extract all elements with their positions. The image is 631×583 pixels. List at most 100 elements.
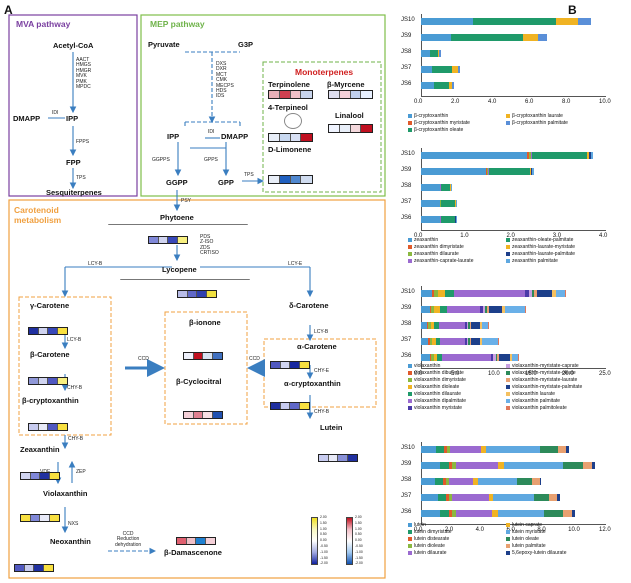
legend-entry: lutein dioleate xyxy=(408,543,445,549)
heat-phytoene xyxy=(148,236,188,244)
heat-lycopene xyxy=(177,290,217,298)
category-label: JS8 xyxy=(401,321,412,327)
bar-segment xyxy=(531,168,533,175)
carotenoid-title-2: metabolism xyxy=(14,215,62,225)
bar-segment xyxy=(524,290,529,297)
x-axis-line xyxy=(421,524,606,525)
carotenoid-title-1: Carotenoid xyxy=(14,205,59,215)
bar-segment xyxy=(430,322,435,329)
legend-swatch xyxy=(506,371,510,375)
stacked-bar xyxy=(421,152,593,159)
bar-segment xyxy=(482,322,488,329)
bar-segment xyxy=(555,290,566,297)
heat-gamma-carotene xyxy=(28,327,68,335)
bar-segment xyxy=(432,66,453,73)
scale-tick-label: 0.00 xyxy=(355,538,362,543)
legend-label: violaxanthin-myristate-palmitate xyxy=(512,384,583,390)
chy-e-label: CHY-E xyxy=(314,368,330,374)
bar-segment xyxy=(431,354,434,361)
legend-label: lutein dioleate xyxy=(414,543,445,549)
category-label: JS6 xyxy=(401,215,412,221)
bar-segment xyxy=(468,322,470,329)
legend-swatch xyxy=(506,530,510,534)
legend-label: β-cryptoxanthin myristate xyxy=(414,120,470,126)
legend-swatch xyxy=(506,523,510,527)
legend-swatch xyxy=(506,392,510,396)
stacked-bar xyxy=(421,338,499,345)
x-tick-label: 10.0 xyxy=(599,99,611,105)
scale-tick-label: 0.50 xyxy=(320,532,327,537)
bar-segment xyxy=(485,168,487,175)
bar-segment xyxy=(472,18,557,25)
category-label: JS6 xyxy=(401,353,412,359)
bar-segment xyxy=(473,478,479,485)
legend-swatch xyxy=(408,385,412,389)
mep-ipp: IPP xyxy=(167,132,180,141)
bar-segment xyxy=(558,446,566,453)
legend-entry: zeaxanthin-oleate-palmitate xyxy=(506,237,573,243)
bar-segment xyxy=(421,200,440,207)
bar-segment xyxy=(531,152,588,159)
bar-segment xyxy=(489,306,503,313)
bar-segment xyxy=(421,322,427,329)
bar-segment xyxy=(466,338,469,345)
category-label: JS8 xyxy=(401,183,412,189)
legend-swatch xyxy=(408,551,412,555)
legend-label: violaxanthin myristate xyxy=(414,405,463,411)
legend-swatch xyxy=(506,378,510,382)
linalool: Linalool xyxy=(335,111,364,120)
bar-segment xyxy=(486,306,490,313)
beta-damascenone: β-Damascenone xyxy=(164,548,222,557)
psy: PSY xyxy=(181,198,192,204)
bar-segment xyxy=(454,290,525,297)
bar-segment xyxy=(471,338,481,345)
scale-tick-label: 1.50 xyxy=(355,520,362,525)
legend-label: violaxanthin dioleate xyxy=(414,384,460,390)
bar-segment xyxy=(421,478,435,485)
legend-entry: lutein palmitate xyxy=(506,543,546,549)
legend-swatch xyxy=(408,128,412,132)
category-label: JS8 xyxy=(401,49,412,55)
bar-segment xyxy=(565,290,566,297)
category-label: JS9 xyxy=(401,33,412,39)
bar-segment xyxy=(502,306,506,313)
pathway-arrows xyxy=(8,14,386,579)
scale-tick-label: 0.50 xyxy=(355,532,362,537)
x-tick-label: 4.0 xyxy=(475,527,484,533)
category-label: JS6 xyxy=(401,509,412,515)
legend-swatch xyxy=(506,114,510,118)
heat-violaxanthin xyxy=(20,514,60,522)
bar-segment xyxy=(446,306,481,313)
legend-swatch xyxy=(408,371,412,375)
chy-b-1: CHY-B xyxy=(67,385,83,391)
alpha-cryptoxanthin: α-cryptoxanthin xyxy=(284,379,341,388)
bar-segment xyxy=(469,338,472,345)
bar-segment xyxy=(433,354,438,361)
scale-tick-label: 1.00 xyxy=(355,526,362,531)
bar-segment xyxy=(537,290,552,297)
legend-entry: zeaxanthin-laurate-myristate xyxy=(506,244,575,250)
bar-segment xyxy=(421,50,431,57)
phytoene: Phytoene xyxy=(160,213,194,222)
legend-swatch xyxy=(408,399,412,403)
bar-segment xyxy=(439,462,449,469)
bar-segment xyxy=(466,322,469,329)
bar-segment xyxy=(421,168,486,175)
bar-segment xyxy=(531,152,532,159)
stacked-bar xyxy=(421,82,455,89)
bar-segment xyxy=(482,338,498,345)
bar-segment xyxy=(448,478,474,485)
x-tick-label: 0.0 xyxy=(414,371,423,377)
legend-swatch xyxy=(506,406,510,410)
legend-swatch xyxy=(506,364,510,368)
x-axis-line xyxy=(421,230,606,231)
heat-limonene xyxy=(268,175,313,184)
legend-label: zeaxanthin-laurate-palmitate xyxy=(512,251,576,257)
heat-terpineol xyxy=(268,133,313,142)
bar-segment xyxy=(431,306,435,313)
legend-swatch xyxy=(506,121,510,125)
heat-alpha-carotene xyxy=(270,361,310,369)
legend-label: lutein oleate xyxy=(512,536,539,542)
bar-segment xyxy=(587,152,589,159)
bar-segment xyxy=(440,338,465,345)
